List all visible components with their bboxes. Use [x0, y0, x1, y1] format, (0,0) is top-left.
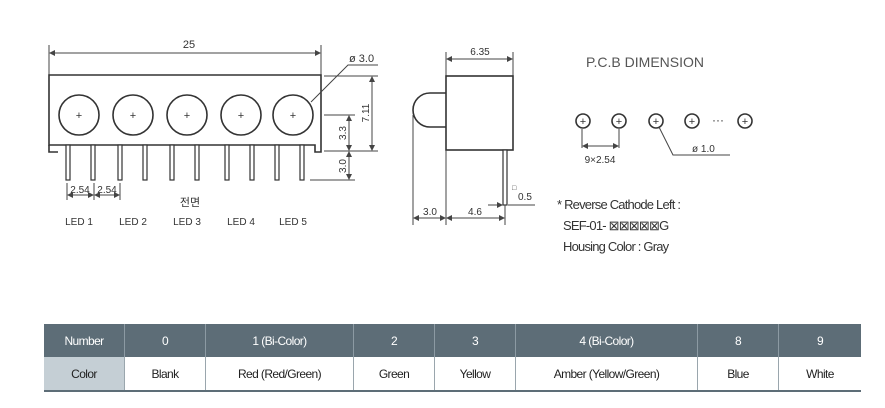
- side-view: 6.35 3.0 4.6 □ 0.5: [412, 47, 535, 225]
- table-header-cell: 2: [353, 324, 435, 357]
- led-label-5: LED 5: [279, 217, 307, 228]
- table-header-cell: 9: [778, 324, 861, 357]
- pcb-hole: [575, 113, 591, 129]
- pins: [65, 144, 305, 181]
- led-label-3: LED 3: [173, 217, 201, 228]
- svg-text:+: +: [130, 110, 136, 122]
- table-header-cell: 8: [697, 324, 779, 357]
- pin-width-dim-label: 0.5: [518, 192, 532, 203]
- led-lens-1: [58, 94, 100, 136]
- lens-offset-dim-label: 3.0: [423, 207, 437, 218]
- table-cell: White: [778, 357, 861, 392]
- depth-dim-label: 6.35: [470, 47, 490, 58]
- led-lens-3: [166, 94, 208, 136]
- pcb-hole: [648, 113, 664, 129]
- led-lens-4: [220, 94, 262, 136]
- svg-text:+: +: [580, 116, 586, 128]
- led-lens-2: [112, 94, 154, 136]
- pcb-pitch-label: 9×2.54: [585, 155, 616, 166]
- svg-text:+: +: [184, 110, 190, 122]
- pin-pos-dim-label: 4.6: [468, 207, 482, 218]
- note-part-number: SEF-01- ⊠⊠⊠⊠⊠G: [563, 218, 669, 233]
- side-lens: [412, 92, 446, 128]
- table-cell: Yellow: [434, 357, 516, 392]
- pitch-dim-2: 2.54: [97, 185, 117, 196]
- pcb-hole: [737, 113, 753, 129]
- svg-text:+: +: [616, 116, 622, 128]
- pcb-dimension: P.C.B DIMENSION + + + + + ··· 9×2.54 ø 1.0 *…: [557, 54, 753, 254]
- svg-text:+: +: [742, 116, 748, 128]
- view-label: 전면: [180, 196, 200, 209]
- color-code-table: Number 0 1 (Bi-Color) 2 3 4 (Bi-Color) 8…: [44, 324, 861, 392]
- svg-text:+: +: [689, 116, 695, 128]
- led-label-1: LED 1: [65, 217, 93, 228]
- height-dim-label: 7.11: [361, 103, 372, 122]
- svg-text:+: +: [76, 110, 82, 122]
- svg-text:+: +: [290, 110, 296, 122]
- table-header-cell: 3: [434, 324, 516, 357]
- svg-text:+: +: [653, 116, 659, 128]
- table-header-cell: 0: [124, 324, 206, 357]
- table-header-cell: 1 (Bi-Color): [205, 324, 354, 357]
- table-row: Color Blank Red (Red/Green) Green Yellow…: [44, 357, 861, 392]
- front-view: 25 +++++ 2.54 2.54 전면 LED 1 LED 2 LED 3 …: [48, 39, 378, 228]
- note-reverse-cathode: * Reverse Cathode Left :: [557, 197, 680, 212]
- led-label-4: LED 4: [227, 217, 255, 228]
- side-housing: [445, 75, 514, 151]
- led-lens-5: [272, 94, 314, 136]
- led-label-2: LED 2: [119, 217, 147, 228]
- pcb-title: P.C.B DIMENSION: [586, 54, 704, 70]
- table-cell: Red (Red/Green): [205, 357, 354, 392]
- width-dim-label: 25: [183, 39, 195, 51]
- pin-length-dim-label: 3.0: [338, 159, 349, 173]
- lens-dia-label: ø 3.0: [349, 53, 374, 65]
- note-housing-color: Housing Color : Gray: [563, 239, 670, 254]
- pin-dim-prefix: □: [512, 185, 517, 192]
- hole-leader-line: [658, 126, 730, 156]
- pitch-dim-1: 2.54: [70, 185, 90, 196]
- lens-leader-line: [310, 64, 378, 103]
- table-cell: Green: [353, 357, 435, 392]
- svg-text:+: +: [238, 110, 244, 122]
- pcb-hole: [611, 113, 627, 129]
- led-lenses: + + + + +: [58, 94, 314, 136]
- table-cell: Color: [44, 357, 125, 392]
- table-header-cell: Number: [44, 324, 125, 357]
- table-header-cell: 4 (Bi-Color): [515, 324, 698, 357]
- pcb-ellipsis: ···: [712, 113, 724, 127]
- table-cell: Blank: [124, 357, 206, 392]
- table-cell: Amber (Yellow/Green): [515, 357, 698, 392]
- hole-dia-label: ø 1.0: [692, 144, 715, 155]
- side-pin: [502, 149, 508, 206]
- table-cell: Blue: [697, 357, 779, 392]
- center-dim-label: 3.3: [338, 126, 349, 140]
- table-header-row: Number 0 1 (Bi-Color) 2 3 4 (Bi-Color) 8…: [44, 324, 861, 357]
- pcb-hole: [684, 113, 700, 129]
